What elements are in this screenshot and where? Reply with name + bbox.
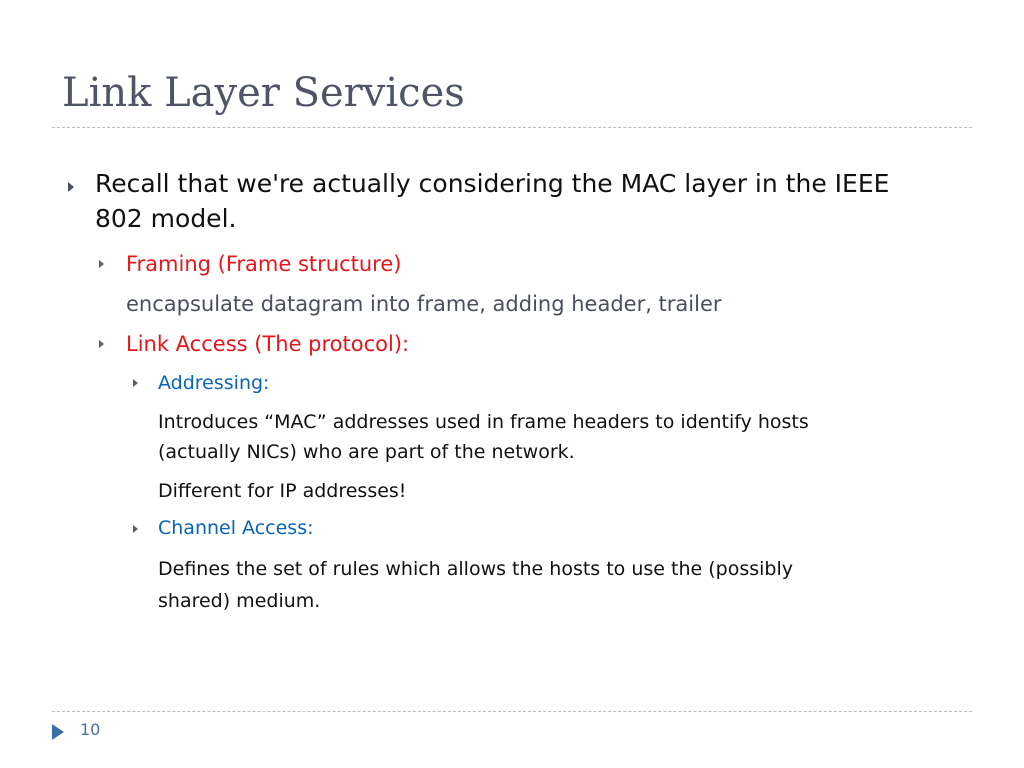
addressing-heading: Addressing: (158, 372, 270, 394)
addressing-text-line3: Different for IP addresses! (158, 480, 407, 502)
channel-access-text-line2: shared) medium. (158, 590, 321, 612)
play-arrow-icon (52, 724, 64, 740)
page-number: 10 (80, 720, 101, 739)
triangle-right-icon (99, 340, 104, 348)
framing-heading: Framing (Frame structure) (126, 252, 402, 276)
framing-text: encapsulate datagram into frame, adding … (126, 292, 722, 316)
main-bullet-line1: Recall that we're actually considering t… (95, 169, 890, 198)
triangle-right-icon (99, 260, 104, 268)
channel-access-text-line1: Defines the set of rules which allows th… (158, 558, 793, 580)
link-access-heading: Link Access (The protocol): (126, 332, 410, 356)
triangle-right-icon (133, 525, 138, 533)
main-bullet-line2: 802 model. (95, 204, 237, 233)
addressing-text-line1: Introduces “MAC” addresses used in frame… (158, 411, 809, 433)
footer-divider (52, 711, 972, 712)
slide-title: Link Layer Services (62, 70, 465, 116)
triangle-right-icon (133, 379, 138, 387)
title-divider (52, 127, 972, 128)
triangle-right-icon (68, 182, 74, 192)
channel-access-heading: Channel Access: (158, 517, 314, 539)
addressing-text-line2: (actually NICs) who are part of the netw… (158, 441, 575, 463)
